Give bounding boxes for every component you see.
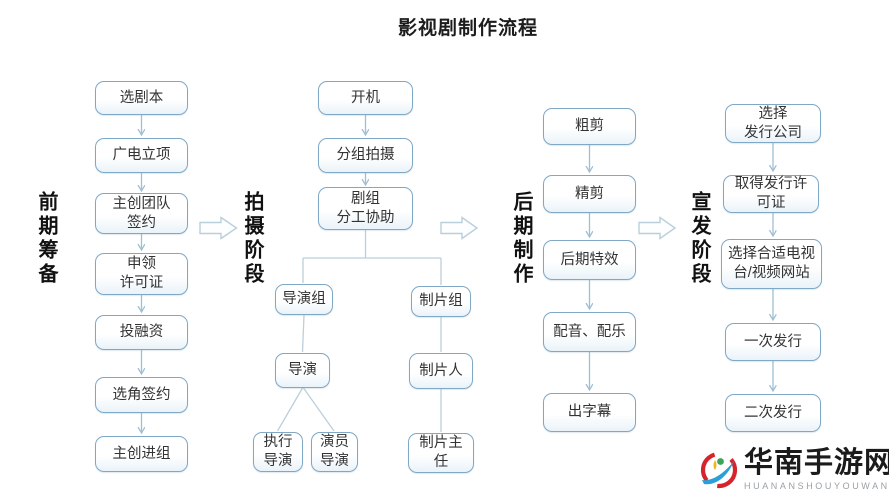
node-core-team-signing: 主创团队 签约 (95, 193, 188, 234)
node-group-shooting: 分组拍摄 (318, 138, 413, 173)
stage-transition-arrows (199, 216, 677, 240)
node-director: 导演 (275, 353, 330, 388)
node-sarft-project-approval: 广电立项 (95, 138, 188, 173)
node-post-effects: 后期特效 (543, 240, 636, 280)
node-dubbing-music: 配音、配乐 (543, 312, 636, 352)
watermark-logo: 华南手游网 HUANANSHOUYOUWANG (698, 447, 889, 492)
node-first-release: 一次发行 (725, 323, 821, 361)
node-choose-distributor: 选择 发行公司 (725, 104, 821, 143)
logo-romanized: HUANANSHOUYOUWANG (744, 480, 889, 491)
logo-site-name: 华南手游网 (744, 447, 889, 479)
stage-arrow-1 (199, 216, 238, 240)
node-rough-cut: 粗剪 (543, 108, 636, 145)
node-obtain-distribution-license: 取得发行许 可证 (723, 175, 819, 213)
node-executive-director: 执行 导演 (253, 432, 303, 472)
node-actor-director: 演员 导演 (311, 432, 358, 472)
stage-label-postproduction: 后期制作 (510, 191, 532, 287)
node-start-shooting: 开机 (318, 81, 413, 115)
node-crew-division: 剧组 分工协助 (318, 187, 413, 230)
node-casting-signing: 选角签约 (95, 377, 188, 413)
node-select-script: 选剧本 (95, 81, 188, 115)
stage-label-distribution: 宣发阶段 (688, 191, 710, 287)
stage-label-shooting: 拍摄阶段 (241, 191, 263, 287)
node-director-group: 导演组 (275, 284, 333, 315)
node-production-manager: 制片主 任 (408, 433, 474, 473)
node-fine-cut: 精剪 (543, 175, 636, 213)
stage-arrow-3 (638, 216, 677, 240)
node-production-group: 制片组 (411, 286, 471, 317)
node-core-team-join: 主创进组 (95, 436, 188, 472)
page-title: 影视剧制作流程 (397, 18, 538, 39)
stage-label-preproduction: 前期筹备 (35, 191, 57, 287)
node-subtitles: 出字幕 (543, 393, 636, 432)
node-second-release: 二次发行 (725, 394, 821, 432)
node-apply-license: 申领 许可证 (95, 253, 188, 295)
stage-arrow-2 (440, 216, 479, 240)
logo-icon (700, 451, 738, 489)
node-producer: 制片人 (409, 353, 473, 389)
logo-text-block: 华南手游网 HUANANSHOUYOUWANG (744, 447, 889, 491)
node-financing: 投融资 (95, 315, 188, 350)
node-choose-tv-website: 选择合适电视 台/视频网站 (721, 239, 822, 289)
shoot-branch-lines (276, 230, 442, 432)
